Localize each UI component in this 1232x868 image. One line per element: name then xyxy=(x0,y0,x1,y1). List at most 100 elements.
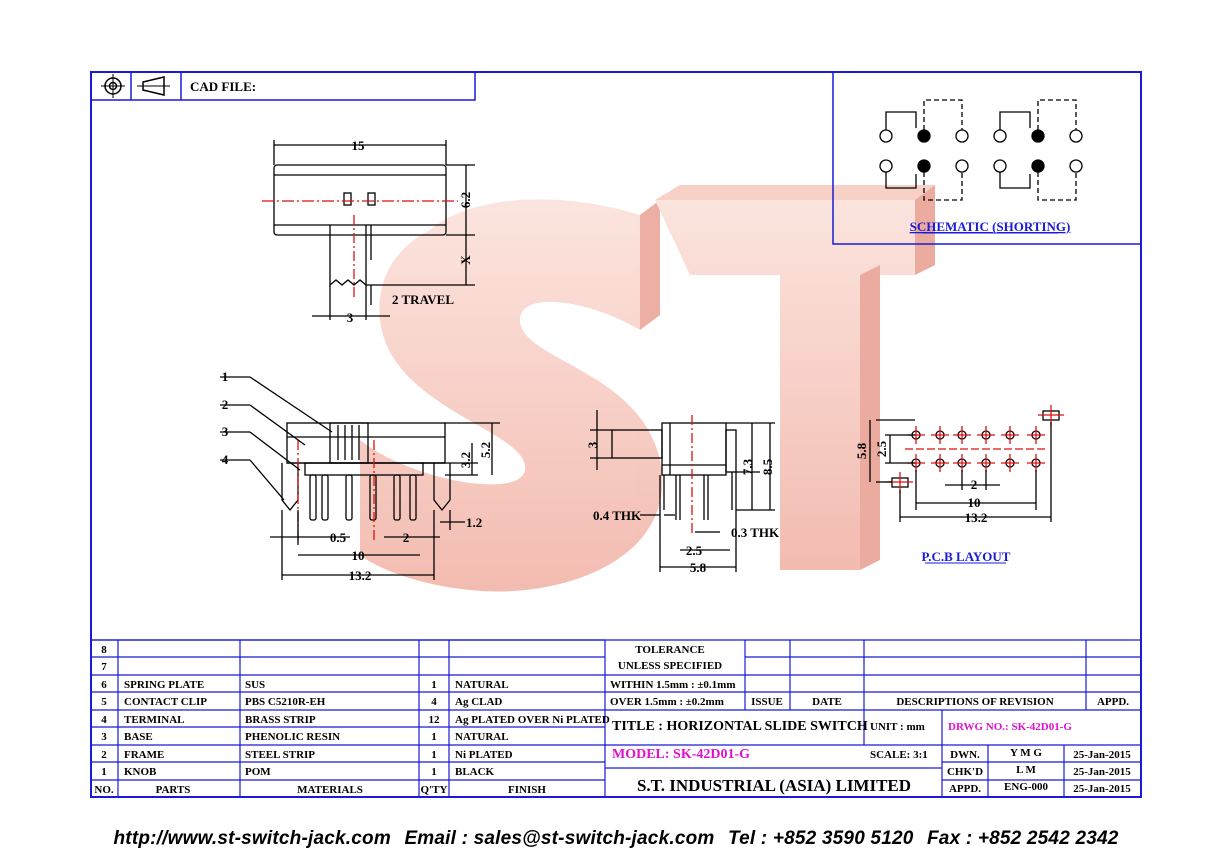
part-name: KNOB xyxy=(124,766,157,778)
website-link[interactable]: http://www.st-switch-jack.com xyxy=(113,828,391,849)
appd-date: 25-Jan-2015 xyxy=(1073,783,1131,795)
part-number: 7 xyxy=(101,661,107,673)
contact-open-icon xyxy=(993,159,1007,173)
scale-label: SCALE: 3:1 xyxy=(870,749,928,761)
part-name: FRAME xyxy=(124,749,164,761)
dim-0-4-thk: 0.4 THK xyxy=(593,508,642,523)
dim-5-8-pcb: 5.8 xyxy=(854,442,869,459)
dim-2-5-pcb: 2.5 xyxy=(874,440,889,457)
header-finish: FINISH xyxy=(508,784,546,796)
part-name: SPRING PLATE xyxy=(124,679,204,691)
dim-6-2: 6.2 xyxy=(458,192,473,208)
part-qty: 1 xyxy=(431,731,437,743)
contact-open-icon xyxy=(1069,159,1083,173)
part-qty: 12 xyxy=(429,714,441,726)
contact-open-icon xyxy=(955,159,969,173)
drawing-title: TITLE : HORIZONTAL SLIDE SWITCH xyxy=(612,719,868,734)
part-number: 4 xyxy=(101,714,107,726)
st-watermark xyxy=(360,185,935,592)
schematic-caption: SCHEMATIC (SHORTING) xyxy=(910,219,1071,234)
title-block xyxy=(91,639,1141,798)
part-name: CONTACT CLIP xyxy=(124,696,207,708)
callout-4: 4 xyxy=(222,452,229,467)
part-finish: NATURAL xyxy=(455,731,509,743)
top-view xyxy=(262,140,475,320)
company-name: S.T. INDUSTRIAL (ASIA) LIMITED xyxy=(637,776,911,795)
tolerance-subtitle: UNLESS SPECIFIED xyxy=(618,660,722,672)
chkd-label: CHK'D xyxy=(947,766,983,778)
tolerance-title: TOLERANCE xyxy=(635,644,704,656)
projection-circle-icon xyxy=(101,74,125,98)
dim-10-pcb: 10 xyxy=(968,495,981,510)
dwn-date: 25-Jan-2015 xyxy=(1073,749,1131,761)
email-text[interactable]: Email : sales@st-switch-jack.com xyxy=(404,828,715,849)
chkd-name: L M xyxy=(1016,764,1036,776)
contact-open-icon xyxy=(879,159,893,173)
header-qty: Q'TY xyxy=(421,784,448,796)
callout-3: 3 xyxy=(222,424,229,439)
part-material: POM xyxy=(245,766,271,778)
dim-7-3: 7.3 xyxy=(740,458,755,475)
dim-0-5: 0.5 xyxy=(330,530,347,545)
contact-common-icon xyxy=(1031,129,1045,143)
part-material: PBS C5210R-EH xyxy=(245,696,326,708)
contact-open-icon xyxy=(955,129,969,143)
part-qty: 1 xyxy=(431,749,437,761)
part-finish: Ni PLATED xyxy=(455,749,513,761)
contact-common-icon xyxy=(1031,159,1045,173)
tolerance-over: OVER 1.5mm : ±0.2mm xyxy=(610,696,724,708)
drawing-number: DRWG NO.: SK-42D01-G xyxy=(948,721,1072,733)
part-number: 5 xyxy=(101,696,107,708)
dim-5-8-side: 5.8 xyxy=(690,560,707,575)
appd-name: ENG-000 xyxy=(1004,781,1049,793)
part-number: 2 xyxy=(101,749,107,761)
part-qty: 1 xyxy=(431,766,437,778)
part-finish: Ag PLATED OVER Ni PLATED xyxy=(455,714,610,726)
chkd-date: 25-Jan-2015 xyxy=(1073,766,1131,778)
dim-1-2: 1.2 xyxy=(466,515,482,530)
dim-0-3-thk: 0.3 THK xyxy=(731,525,780,540)
front-view xyxy=(220,376,500,580)
callout-2: 2 xyxy=(222,397,229,412)
part-name: BASE xyxy=(124,731,153,743)
dim-travel: 2 TRAVEL xyxy=(392,292,454,307)
dim-13-2-pcb: 13.2 xyxy=(965,510,988,525)
dim-5-2: 5.2 xyxy=(478,442,493,458)
terminal-pin xyxy=(345,474,353,521)
callout-1: 1 xyxy=(222,369,229,384)
contact-common-icon xyxy=(917,129,931,143)
dim-15: 15 xyxy=(352,138,366,153)
tolerance-within: WITHIN 1.5mm : ±0.1mm xyxy=(610,679,736,691)
part-finish: NATURAL xyxy=(455,679,509,691)
model-number: MODEL: SK-42D01-G xyxy=(612,747,750,762)
part-number: 1 xyxy=(101,766,107,778)
dim-2-5-side: 2.5 xyxy=(686,543,703,558)
schematic: SCHEMATIC (SHORTING) xyxy=(832,72,1141,245)
dwn-label: DWN. xyxy=(950,749,980,761)
terminal-pin xyxy=(409,474,417,521)
part-finish: BLACK xyxy=(455,766,495,778)
dim-10-front: 10 xyxy=(352,548,365,563)
dim-2-front: 2 xyxy=(403,530,410,545)
dim-8-5: 8.5 xyxy=(760,458,775,475)
terminal-pin xyxy=(309,474,317,521)
dim-13-2-front: 13.2 xyxy=(349,568,372,583)
revision-date: DATE xyxy=(812,696,842,708)
appd-label: APPD. xyxy=(949,783,981,795)
part-name: TERMINAL xyxy=(124,714,185,726)
part-qty: 1 xyxy=(431,679,437,691)
side-view xyxy=(590,410,775,572)
revision-desc: DESCRIPTIONS OF REVISION xyxy=(896,696,1053,708)
part-number: 3 xyxy=(101,731,107,743)
pcb-caption: P.C.B LAYOUT xyxy=(922,549,1011,564)
contact-common-icon xyxy=(917,159,931,173)
header-parts: PARTS xyxy=(156,784,191,796)
dim-2-pcb: 2 xyxy=(971,477,978,492)
dim-3-side: 3 xyxy=(585,441,600,448)
dim-x: X xyxy=(458,255,473,265)
contact-open-icon xyxy=(993,129,1007,143)
pcb-layout xyxy=(869,405,1064,522)
header-materials: MATERIALS xyxy=(297,784,363,796)
revision-issue: ISSUE xyxy=(751,696,783,708)
